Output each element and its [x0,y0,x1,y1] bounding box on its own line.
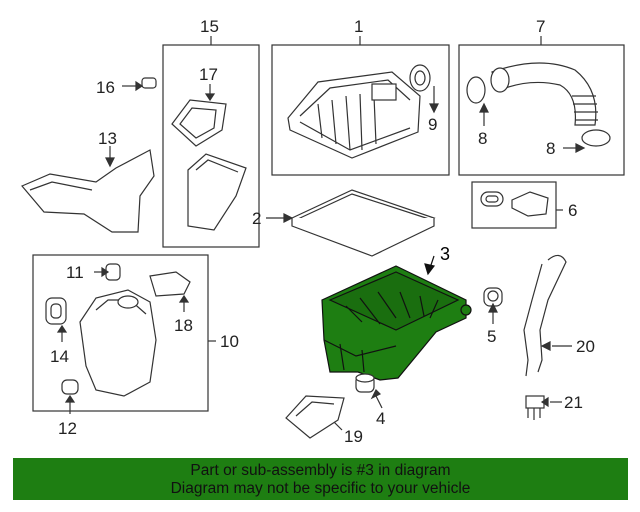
callout-14[interactable]: 14 [50,347,69,366]
part-2-air-filter [266,189,436,257]
notice-banner: Part or sub-assembly is #3 in diagram Di… [13,458,628,500]
callout-15[interactable]: 15 [200,17,219,36]
part-19-bracket [285,395,345,439]
callout-20[interactable]: 20 [576,337,595,356]
group-box-10 [32,254,209,412]
callout-18[interactable]: 18 [174,316,193,335]
callout-11[interactable]: 11 [66,263,84,282]
banner-line-2: Diagram may not be specific to your vehi… [170,480,471,497]
part-16-fastener [122,77,157,92]
part-11-plug [94,263,121,281]
callout-1[interactable]: 1 [354,17,363,36]
callout-4[interactable]: 4 [376,409,385,428]
callout-13[interactable]: 13 [98,129,117,148]
parts-diagram: 1 2 3 4 5 6 7 8 8 9 10 11 12 13 14 15 16… [21,17,625,446]
callout-8b[interactable]: 8 [546,139,555,158]
callout-8a[interactable]: 8 [478,129,487,148]
callout-9[interactable]: 9 [428,115,437,134]
callout-3[interactable]: 3 [440,244,450,264]
part-15-duct [187,153,247,231]
part-1-air-cleaner-cover [287,71,421,159]
part-9-sensor [409,64,439,114]
callout-21[interactable]: 21 [564,393,583,412]
part-10-resonator [79,289,157,397]
banner-line-1: Part or sub-assembly is #3 in diagram [190,462,451,479]
callout-2[interactable]: 2 [252,209,261,228]
part-5-grommet [483,287,503,324]
part-6-seal-and-sensor [480,191,549,217]
callout-17[interactable]: 17 [199,65,218,84]
callout-16[interactable]: 16 [96,78,115,97]
callout-10[interactable]: 10 [220,332,239,351]
callout-12[interactable]: 12 [58,419,77,438]
part-3-air-cleaner-housing [321,255,472,381]
part-21-clip [525,395,562,420]
callout-6[interactable]: 6 [568,201,577,220]
part-20-hose [523,254,572,377]
part-12-grommet [61,379,79,414]
part-4-grommet [355,373,383,409]
callout-19[interactable]: 19 [344,427,363,446]
part-7-duct [466,62,611,153]
part-17-seal [171,84,227,147]
part-18-seal [149,271,191,312]
part-14-seal [45,297,68,342]
callout-7[interactable]: 7 [536,17,545,36]
group-box-6 [471,181,557,229]
part-13-inlet-duct [21,146,155,233]
callout-5[interactable]: 5 [487,327,496,346]
